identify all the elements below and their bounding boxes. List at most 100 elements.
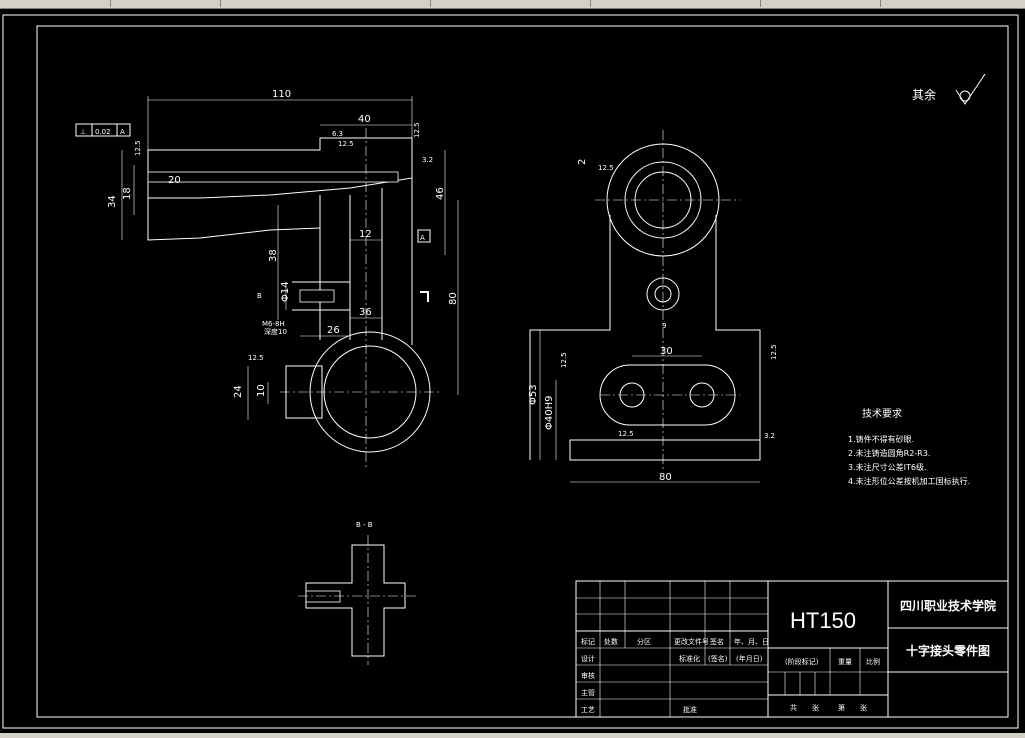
top-arm-section <box>147 137 413 199</box>
dim-80: 80 <box>448 292 459 305</box>
section-mark-left: B <box>257 292 262 300</box>
body-outline <box>529 215 761 460</box>
tech-item-2: 2.未注铸造圆角R2-R3. <box>848 448 930 458</box>
tb-standardize: 标准化 <box>679 654 700 663</box>
side-roughness-32: 3.2 <box>764 432 775 440</box>
toolbar-segment[interactable] <box>110 0 221 7</box>
tech-item-4: 4.未注形位公差按机加工国标执行. <box>848 476 970 486</box>
tb-sheets-num: 第 <box>838 703 845 712</box>
title-block-border <box>575 580 1009 718</box>
roughness-32-front: 3.2 <box>422 156 433 164</box>
thread-spec: M6-8H <box>262 320 285 328</box>
roughness-125-left: 12.5 <box>134 140 142 156</box>
dim-2: 2 <box>577 159 588 165</box>
threaded-boss <box>292 281 351 311</box>
tb-date: (年月日) <box>736 654 763 663</box>
dim-phi14: Φ14 <box>280 281 291 302</box>
tb-scale: 比例 <box>866 657 880 666</box>
tb-check: 审核 <box>581 671 595 680</box>
datum-label: A <box>420 234 425 242</box>
dim-110: 110 <box>272 89 291 100</box>
tech-item-3: 3.未注尺寸公差IT6级. <box>848 462 927 472</box>
front-view: 110 40 20 34 18 46 12 38 80 Φ14 M6-8H 深度… <box>107 89 459 470</box>
datum-box <box>417 229 431 243</box>
base-section <box>569 439 761 461</box>
section-thread-hole <box>305 590 341 603</box>
dim-20: 20 <box>168 175 181 186</box>
tb-process: 工艺 <box>581 706 595 714</box>
drawing-canvas[interactable]: 110 40 20 34 18 46 12 38 80 Φ14 M6-8H 深度… <box>0 8 1025 733</box>
roughness-125-lug: 12.5 <box>248 354 264 362</box>
tb-design: 设计 <box>581 654 595 663</box>
cad-toolbar-strip <box>0 0 1025 9</box>
body-outer-edges <box>319 178 413 345</box>
tb-school: 四川职业技术学院 <box>900 598 996 613</box>
arm-bore <box>147 171 399 183</box>
roughness-note: 其余 <box>912 73 986 105</box>
toolbar-segment[interactable] <box>880 0 1025 7</box>
tb-weight: 重量 <box>838 658 852 666</box>
dim-10: 10 <box>256 384 267 397</box>
side-roughness-125d: 12.5 <box>618 430 634 438</box>
tol-value: 0.02 <box>95 128 111 136</box>
tb-sign: (签名) <box>708 654 728 663</box>
tolerance-frame: ⊥ 0.02 A <box>75 123 131 137</box>
roughness-symbol-icon <box>955 73 986 105</box>
title-block: 标记 处数 分区 更改文件号 签名 年、月、日 设计 标准化 (签名) (年月日… <box>575 580 1009 718</box>
dim-9: 9 <box>662 322 666 330</box>
side-roughness-125c: 12.5 <box>770 344 778 360</box>
tb-col-sign: 签名 <box>710 637 724 646</box>
thread-depth: 深度10 <box>264 327 287 336</box>
tb-main: 主管 <box>581 688 595 697</box>
dim-18: 18 <box>122 187 133 200</box>
status-strip <box>0 733 1025 738</box>
roughness-note-text: 其余 <box>912 87 936 102</box>
roughness-125-front: 12.5 <box>338 140 354 148</box>
ring-lug <box>285 365 323 419</box>
dim-46: 46 <box>435 187 446 200</box>
tb-col-date: 年、月、日 <box>734 637 769 646</box>
body-inner-edges <box>349 188 383 340</box>
dim-34: 34 <box>107 195 118 208</box>
dim-36: 36 <box>359 307 372 318</box>
dim-80-side: 80 <box>659 472 672 483</box>
tb-col-zone: 分区 <box>637 637 651 646</box>
toolbar-segment[interactable] <box>760 0 881 7</box>
tb-sheets-total: 共 <box>790 703 797 712</box>
tb-approve: 批准 <box>683 705 697 714</box>
roughness-63: 6.3 <box>332 130 343 138</box>
toolbar-segment[interactable] <box>430 0 591 7</box>
dim-phi53: Φ53 <box>528 384 539 405</box>
roughness-125-right: 12.5 <box>413 122 421 138</box>
tb-col-mark: 标记 <box>581 637 595 646</box>
dim-38: 38 <box>268 249 279 262</box>
tb-material: HT150 <box>790 608 856 633</box>
tech-title: 技术要求 <box>862 407 902 420</box>
toolbar-segment[interactable] <box>370 0 431 7</box>
dim-26: 26 <box>327 325 340 336</box>
section-cross <box>305 544 406 657</box>
dim-phi40h9: Φ40H9 <box>544 396 555 430</box>
tol-symbol: ⊥ <box>80 128 86 136</box>
tb-sheets-unit2: 张 <box>860 703 867 712</box>
dim-24: 24 <box>233 385 244 398</box>
toolbar-segment[interactable] <box>0 0 111 7</box>
side-view: 2 12.5 9 30 Φ53 Φ40H9 80 12.5 12.5 12.5 … <box>528 130 778 483</box>
outer-sheet-border <box>2 14 1019 729</box>
inner-drawing-frame <box>36 25 1009 718</box>
tol-datum: A <box>120 128 125 136</box>
tb-col-file: 更改文件号 <box>674 637 709 646</box>
tech-requirements: 技术要求 1.铸件不得有砂眼. 2.未注铸造圆角R2-R3. 3.未注尺寸公差I… <box>848 407 970 486</box>
dim-12: 12 <box>359 229 372 240</box>
tb-part-name: 十字接头零件图 <box>906 643 990 658</box>
side-roughness-125a: 12.5 <box>598 164 614 172</box>
tech-item-1: 1.铸件不得有砂眼. <box>848 434 914 444</box>
tb-col-count: 处数 <box>604 637 618 646</box>
section-label: B - B <box>356 521 373 529</box>
dim-40: 40 <box>358 114 371 125</box>
section-mark-right <box>420 291 429 302</box>
arm-lower-edge <box>147 198 321 241</box>
section-b-b: B - B <box>298 521 418 665</box>
toolbar-segment[interactable] <box>590 0 761 7</box>
tb-sheets-unit1: 张 <box>812 703 819 712</box>
